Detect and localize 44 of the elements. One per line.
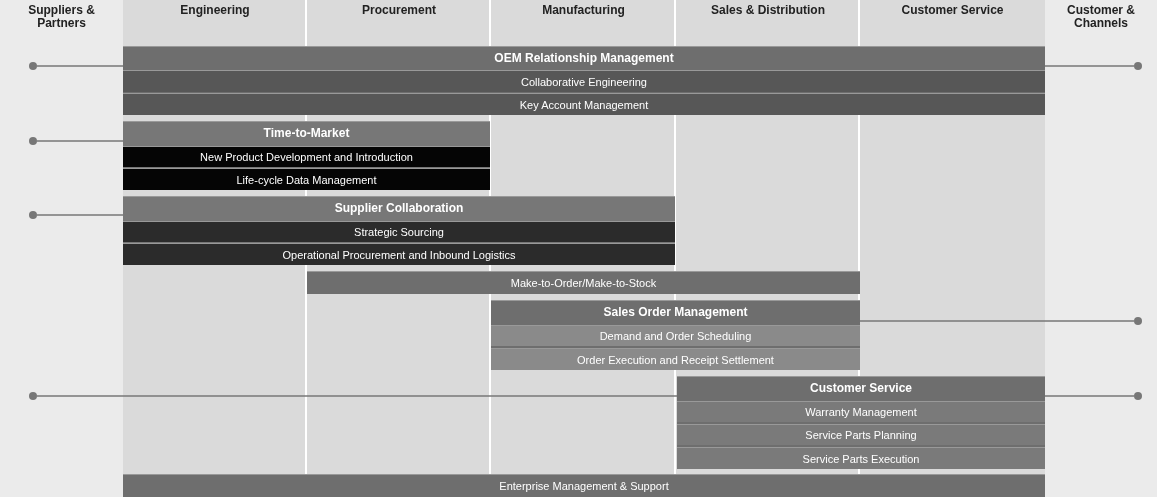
connector-dot — [29, 392, 37, 400]
process-bar: Key Account Management — [123, 93, 1045, 115]
process-group — [123, 46, 1045, 114]
group-heading: Sales Order Management — [602, 304, 749, 321]
process-bar: Operational Procurement and Inbound Logistics — [123, 243, 675, 265]
connector-line — [859, 320, 1135, 322]
process-bar: Strategic Sourcing — [123, 221, 675, 242]
lane-heading: Customer & Channels — [1066, 4, 1136, 30]
connector-dot — [29, 211, 37, 219]
process-bar: Demand and Order Scheduling — [491, 325, 860, 346]
group-heading: Customer Service — [808, 380, 913, 397]
process-group — [677, 376, 1045, 468]
process-bar: Order Execution and Receipt Settlement — [491, 348, 860, 370]
group-heading: Time-to-Market — [262, 125, 351, 142]
connector-dot — [29, 137, 37, 145]
group-heading: Supplier Collaboration — [333, 200, 465, 217]
process-bar: Service Parts Planning — [677, 424, 1045, 445]
process-group — [123, 196, 675, 264]
connector-dot — [1134, 62, 1142, 70]
connector-dot — [1134, 392, 1142, 400]
connector-line — [36, 395, 678, 397]
process-bar: Life-cycle Data Management — [123, 168, 490, 190]
process-bar: New Product Development and Introduction — [123, 146, 490, 167]
group-heading: OEM Relationship Management — [493, 50, 675, 67]
process-bar: Service Parts Execution — [677, 447, 1045, 469]
process-group — [123, 121, 490, 189]
process-bar: Enterprise Management & Support — [123, 474, 1045, 497]
process-group — [491, 300, 860, 369]
connector-line — [1044, 395, 1135, 397]
connector-line — [36, 65, 124, 67]
connector-dot — [1134, 317, 1142, 325]
lane-heading: Manufacturing — [541, 4, 626, 17]
connector-dot — [29, 62, 37, 70]
process-bar: Collaborative Engineering — [123, 70, 1045, 92]
lane-heading: Procurement — [361, 4, 437, 17]
lane-heading: Suppliers & Partners — [27, 4, 96, 30]
lane-heading: Customer Service — [900, 4, 1005, 17]
lane-heading: Sales & Distribution — [710, 4, 826, 17]
connector-line — [36, 140, 124, 142]
process-bar: Warranty Management — [677, 401, 1045, 422]
process-bar: Make-to-Order/Make-to-Stock — [307, 271, 860, 294]
lane-heading: Engineering — [179, 4, 251, 17]
connector-line — [1044, 65, 1135, 67]
connector-line — [36, 214, 124, 216]
